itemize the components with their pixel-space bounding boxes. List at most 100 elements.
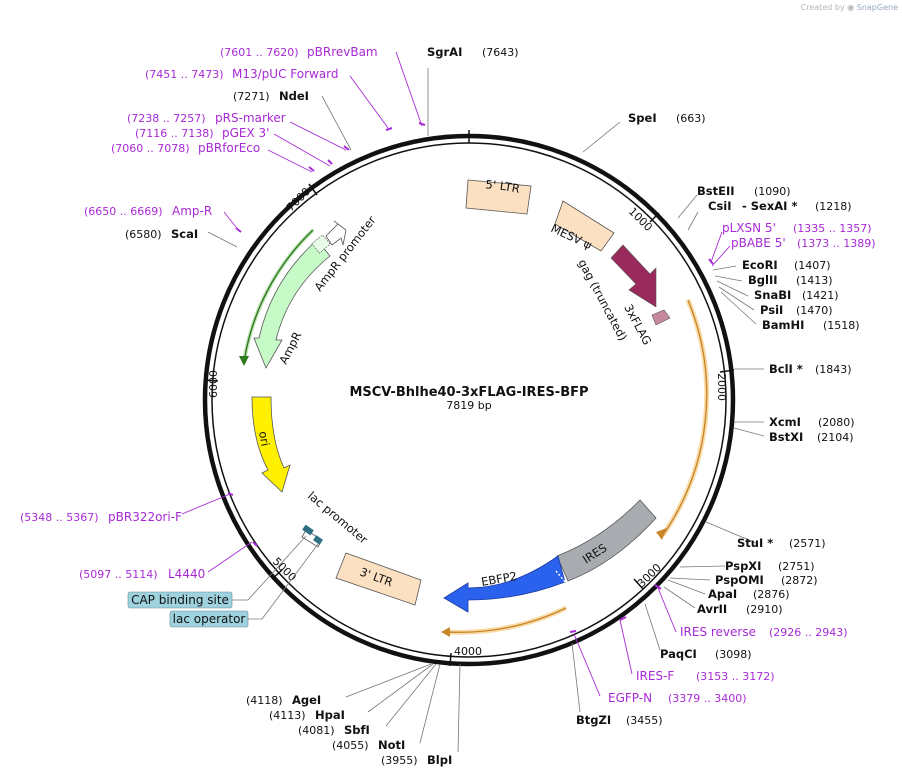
enzyme-psii: PsiI [760,303,783,317]
primer-plxsn: pLXSN 5' [722,221,776,235]
primer-ires-reverse-pos: (2926 .. 2943) [769,626,848,639]
primer-pbrforeco-pos: (7060 .. 7078) [111,142,190,155]
feature-5-ltr [465,179,532,215]
lac-operator-mark [313,535,323,545]
primer-pbrrevbam-pos: (7601 .. 7620) [220,46,299,59]
enzyme-sexai: - SexAI * [742,199,797,213]
tick-marks [203,130,735,667]
feature-ori-label: ori [256,430,272,447]
enzyme-bcli-pos: (1843) [815,363,852,376]
enzyme-ecori: EcoRI [742,258,778,272]
credit-brand: SnapGene [856,3,898,12]
tick-label-4000: 4000 [454,645,482,658]
enzyme-bamhi-pos: (1518) [823,319,860,332]
primer-egfp-n: EGFP-N [608,691,652,705]
snapgene-logo-icon: ◉ [847,3,855,12]
ampr-highlight-line [243,229,314,363]
orf-arc-right-line [662,299,708,536]
enzyme-btgzi-pos: (3455) [626,714,663,727]
enzyme-psii-pos: (1470) [796,304,833,317]
enzyme-csii: CsiI [708,199,732,213]
enzyme-blpi-pos: (3955) [381,754,418,767]
feature-ampr-promoter [325,220,347,246]
enzyme-hpai-pos: (4113) [269,709,306,722]
enzyme-leaders [207,68,765,753]
primer-l4440: L4440 [168,567,205,581]
primer-marks [227,122,714,633]
enzyme-snabi: SnaBI [754,288,791,302]
feature-3xflag [651,309,671,326]
orf-arc-right-head [656,528,667,540]
primer-ires-reverse: IRES reverse [680,625,756,639]
primer-m13-pos: (7451 .. 7473) [145,68,224,81]
enzyme-paqci: PaqCI [660,647,697,661]
feature-ebfp2-label: EBFP2 [480,569,518,589]
feature-ires [556,499,657,582]
primer-plxsn-pos: (1335 .. 1357) [793,222,872,235]
feature-3-ltr [335,552,422,606]
enzyme-ndei-pos: (7271) [233,90,270,103]
orf-arc-bottom [445,605,568,635]
enzyme-hpai: HpaI [315,708,345,722]
feature-gag [610,244,657,308]
enzyme-xcmi: XcmI [769,415,801,429]
primer-ires-f: IRES-F [636,669,674,683]
enzyme-avrii: AvrII [697,602,727,616]
primer-pbrrevbam: pBRrevBam [307,45,378,59]
enzyme-sgrai-pos: (7643) [482,46,519,59]
enzyme-scai-pos: (6580) [125,228,162,241]
enzyme-sbfi: SbfI [344,723,370,737]
plasmid-name: MSCV-Bhlhe40-3xFLAG-IRES-BFP [349,385,588,400]
feature-ebfp2 [443,555,566,613]
enzyme-btgzi: BtgZI [576,713,611,727]
snapgene-credit: Created by ◉ SnapGene [801,3,898,12]
primer-pbr322ori-pos: (5348 .. 5367) [20,511,99,524]
enzyme-apai-pos: (2876) [753,588,790,601]
feature-ori [251,396,291,493]
enzyme-pspxi: PspXI [725,559,761,573]
plasmid-size: 7819 bp [446,399,491,412]
cap-binding-site-mark [302,524,314,536]
orf-arc-bottom-line [445,607,567,634]
enzyme-sbfi-pos: (4081) [298,724,335,737]
ampr-highlight-head [239,356,249,366]
enzyme-scai: ScaI [171,227,198,241]
enzyme-bamhi: BamHI [762,318,804,332]
primer-pgex: pGEX 3' [222,126,269,140]
feature-5-ltr-label: 5' LTR [485,177,521,196]
enzyme-paqci-pos: (3098) [715,648,752,661]
feature-5-ltr-text: 5' LTR [485,177,521,196]
enzyme-ndei: NdeI [279,89,309,103]
enzyme-avrii-pos: (2910) [746,603,783,616]
enzyme-pspxi-pos: (2751) [778,560,815,573]
credit-prefix: Created by [800,3,845,12]
enzyme-bstxi: BstXI [769,430,803,444]
primer-pgex-pos: (7116 .. 7138) [135,127,214,140]
enzyme-apai: ApaI [708,587,737,601]
primer-ires-f-pos: (3153 .. 3172) [696,670,775,683]
enzyme-snabi-pos: (1421) [802,289,839,302]
enzyme-agei-pos: (4118) [246,694,283,707]
primer-m13: M13/pUC Forward [232,67,339,81]
enzyme-pspomi: PspOMI [715,573,764,587]
primer-egfp-n-pos: (3379 .. 3400) [668,692,747,705]
cap-leader [232,535,307,601]
primer-pbabe-pos: (1373 .. 1389) [797,237,876,250]
tick-label-2000: 2000 [715,373,728,401]
primer-l4440-pos: (5097 .. 5114) [79,568,158,581]
primer-pbr322ori: pBR322ori-F [108,510,182,524]
enzyme-noti-pos: (4055) [332,739,369,752]
lac-operator-leader [248,543,319,620]
tick-label-6000: 6000 [207,370,220,398]
enzyme-spei: SpeI [628,111,657,125]
enzyme-bcli: BclI * [769,362,803,376]
enzyme-bsteii: BstEII [697,184,735,198]
enzyme-sgrai: SgrAI [427,45,462,59]
ampr-dashed-segment [311,234,331,254]
ebfp2-ires-junction [555,570,567,584]
primer-prs-marker-pos: (7238 .. 7257) [127,112,206,125]
enzyme-pspomi-pos: (2872) [781,574,818,587]
enzyme-xcmi-pos: (2080) [818,416,855,429]
enzyme-stui: StuI * [737,536,773,550]
